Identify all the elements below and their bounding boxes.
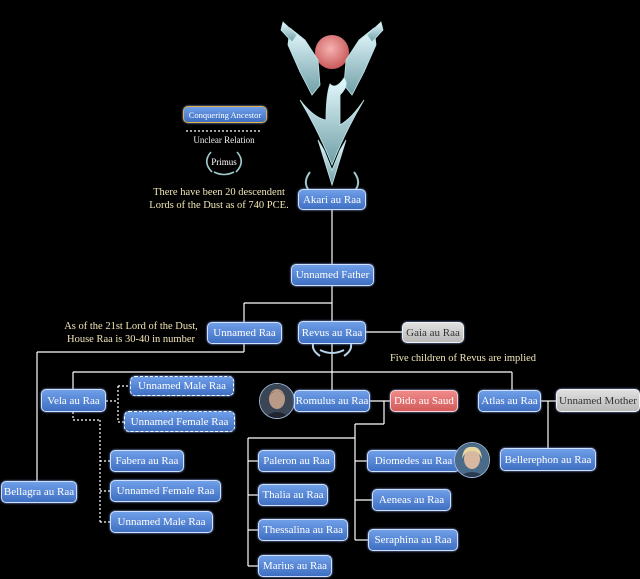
node-unnamed-female-raa[interactable]: Unnamed Female Raa <box>110 480 221 502</box>
node-fabera[interactable]: Fabera au Raa <box>110 450 184 472</box>
legend-primus: Primus <box>211 157 237 167</box>
romulus-portrait-icon <box>259 383 295 419</box>
node-bellerephon[interactable]: Bellerephon au Raa <box>500 448 596 471</box>
node-unnamed-father[interactable]: Unnamed Father <box>291 264 374 286</box>
node-thalia[interactable]: Thalia au Raa <box>258 484 328 506</box>
node-romulus[interactable]: Romulus au Raa <box>294 390 370 412</box>
node-akari[interactable]: Akari au Raa <box>298 189 366 210</box>
node-diomedes[interactable]: Diomedes au Raa <box>367 450 460 472</box>
diomedes-portrait-icon <box>454 442 490 478</box>
note-house-size: As of the 21st Lord of the Dust, House R… <box>64 321 198 345</box>
legend-conquering-ancestor: Conquering Ancestor <box>183 106 267 123</box>
legend-unclear-relation: Unclear Relation <box>193 135 255 145</box>
node-unnamed-male-raa-top[interactable]: Unnamed Male Raa <box>130 376 234 396</box>
note-revus-children: Five children of Revus are implied <box>389 353 537 364</box>
node-seraphina[interactable]: Seraphina au Raa <box>368 529 458 551</box>
node-thessalina[interactable]: Thessalina au Raa <box>258 519 348 541</box>
node-gaia[interactable]: Gaia au Raa <box>402 322 464 343</box>
node-paleron[interactable]: Paleron au Raa <box>258 450 335 472</box>
node-aeneas[interactable]: Aeneas au Raa <box>372 489 451 511</box>
node-unnamed-mother[interactable]: Unnamed Mother <box>556 389 640 412</box>
node-unnamed-raa[interactable]: Unnamed Raa <box>207 322 282 344</box>
moon-icon <box>315 35 349 69</box>
node-vela[interactable]: Vela au Raa <box>41 389 106 412</box>
node-unnamed-male-raa[interactable]: Unnamed Male Raa <box>110 511 213 533</box>
note-descendants: There have been 20 descendent Lords of t… <box>149 187 289 211</box>
node-bellagra[interactable]: Bellagra au Raa <box>1 481 77 503</box>
node-unnamed-female-raa-top[interactable]: Unnamed Female Raa <box>124 411 235 432</box>
node-dido[interactable]: Dido au Saud <box>390 390 458 412</box>
node-atlas[interactable]: Atlas au Raa <box>478 390 541 412</box>
node-marius[interactable]: Marius au Raa <box>258 555 332 577</box>
node-revus[interactable]: Revus au Raa <box>298 321 366 344</box>
